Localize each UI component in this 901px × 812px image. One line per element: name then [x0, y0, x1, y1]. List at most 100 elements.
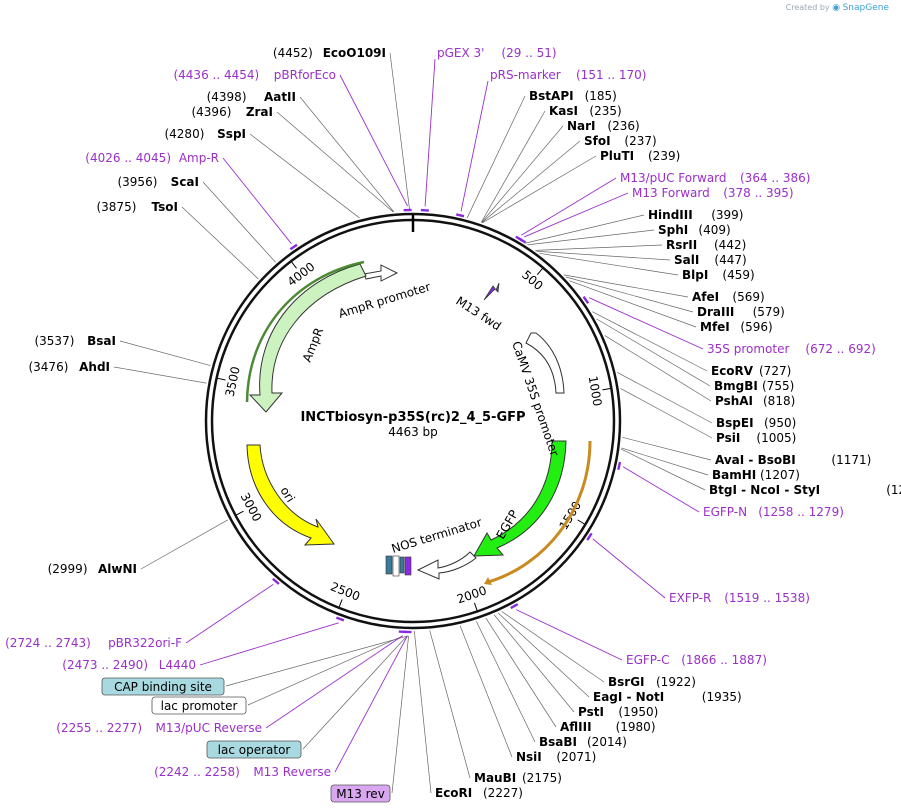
enzyme-label[interactable]: KasI	[549, 104, 578, 118]
enzyme-position[interactable]: (1207)	[760, 468, 800, 482]
enzyme-position[interactable]: (596)	[740, 320, 772, 334]
enzyme-position[interactable]: (4396)	[191, 105, 231, 119]
primer-label[interactable]: pBRforEco	[274, 68, 336, 82]
enzyme-position[interactable]: (459)	[722, 268, 754, 282]
enzyme-position[interactable]: (3537)	[34, 334, 74, 348]
enzyme-label[interactable]: AflIII	[560, 720, 592, 734]
enzyme-position[interactable]: (2014)	[587, 735, 627, 749]
enzyme-label[interactable]: EcoRV	[711, 364, 754, 378]
enzyme-position[interactable]: (818)	[763, 394, 795, 408]
enzyme-position[interactable]: (447)	[714, 253, 746, 267]
enzyme-position[interactable]: (4280)	[164, 127, 204, 141]
enzyme-label[interactable]: EagI - NotI	[593, 690, 664, 704]
enzyme-position[interactable]: (3875)	[96, 200, 136, 214]
primer-range[interactable]: (364 .. 386)	[740, 171, 810, 185]
feature-box-label[interactable]	[330, 784, 391, 803]
enzyme-label[interactable]: BsrGI	[608, 675, 645, 689]
primer-range[interactable]: (4436 .. 4454)	[173, 68, 259, 82]
enzyme-label[interactable]: AhdI	[79, 360, 110, 374]
enzyme-label[interactable]: RsrII	[666, 238, 697, 252]
enzyme-position[interactable]: (237)	[624, 134, 656, 148]
enzyme-label[interactable]: BstAPI	[529, 89, 574, 103]
feature-m13-rev-box[interactable]	[404, 556, 412, 576]
enzyme-position[interactable]: (579)	[753, 305, 785, 319]
primer-label[interactable]: EGFP-N	[703, 505, 747, 519]
enzyme-label[interactable]: EcoRI	[435, 786, 472, 800]
primer-range[interactable]: (2724 .. 2743)	[5, 636, 91, 650]
enzyme-label[interactable]: PstI	[578, 705, 604, 719]
enzyme-position[interactable]: (755)	[762, 379, 794, 393]
enzyme-label[interactable]: SalI	[674, 253, 699, 267]
primer-range[interactable]: (2473 .. 2490)	[62, 658, 148, 672]
enzyme-label[interactable]: EcoO109I	[323, 46, 386, 60]
enzyme-position[interactable]: (2071)	[556, 750, 596, 764]
enzyme-label[interactable]: BtgI - NcoI - StyI	[709, 483, 820, 497]
primer-range[interactable]: (2255 .. 2277)	[56, 721, 142, 735]
primer-range[interactable]: (1519 .. 1538)	[724, 591, 810, 605]
enzyme-position[interactable]: (239)	[648, 149, 680, 163]
enzyme-label[interactable]: PshAI	[715, 394, 753, 408]
enzyme-label[interactable]: NsiI	[516, 750, 542, 764]
primer-range[interactable]: (1258 .. 1279)	[758, 505, 844, 519]
enzyme-label[interactable]: BsaI	[87, 334, 116, 348]
enzyme-label[interactable]: MauBI	[474, 771, 516, 785]
feature-box-label[interactable]	[101, 677, 225, 696]
primer-label[interactable]: pBR322ori-F	[108, 636, 182, 650]
enzyme-position[interactable]: (235)	[589, 104, 621, 118]
enzyme-position[interactable]: (2999)	[48, 562, 88, 576]
feature-lac-promoter-box[interactable]	[392, 555, 400, 577]
primer-label[interactable]: 35S promoter	[707, 342, 789, 356]
primer-label[interactable]: M13 Reverse	[253, 765, 331, 779]
primer-label[interactable]: EGFP-C	[626, 653, 669, 667]
enzyme-position[interactable]: (1005)	[756, 431, 796, 445]
primer-range[interactable]: (151 .. 170)	[576, 68, 646, 82]
enzyme-position[interactable]: (4452)	[273, 46, 313, 60]
enzyme-position[interactable]: (1211)	[886, 483, 901, 497]
enzyme-label[interactable]: PsiI	[716, 431, 740, 445]
feature-cap-site-box[interactable]	[385, 555, 393, 575]
feature-ori-arrow[interactable]	[246, 444, 335, 546]
primer-label[interactable]: M13/pUC Reverse	[156, 721, 263, 735]
primer-label[interactable]: M13/pUC Forward	[620, 171, 727, 185]
primer-label[interactable]: M13 Forward	[632, 186, 710, 200]
enzyme-position[interactable]: (950)	[764, 416, 796, 430]
primer-label[interactable]: pGEX 3'	[437, 46, 484, 60]
enzyme-position[interactable]: (4398)	[207, 90, 247, 104]
feature-box-label[interactable]	[151, 696, 247, 715]
feature-ampr-arrow[interactable]	[248, 263, 367, 413]
primer-label[interactable]: Amp-R	[179, 151, 219, 165]
enzyme-position[interactable]: (1922)	[656, 675, 696, 689]
enzyme-label[interactable]: AatII	[264, 90, 296, 104]
enzyme-label[interactable]: BspEI	[716, 416, 754, 430]
primer-range[interactable]: (4026 .. 4045)	[85, 151, 171, 165]
enzyme-label[interactable]: SfoI	[584, 134, 611, 148]
feature-egfp-arrow[interactable]	[473, 440, 567, 557]
enzyme-position[interactable]: (569)	[732, 290, 764, 304]
primer-range[interactable]: (378 .. 395)	[723, 186, 793, 200]
enzyme-label[interactable]: PluTI	[600, 149, 634, 163]
enzyme-position[interactable]: (1950)	[618, 705, 658, 719]
enzyme-label[interactable]: BsaBI	[539, 735, 577, 749]
enzyme-label[interactable]: ScaI	[171, 175, 199, 189]
enzyme-label[interactable]: AfeI	[692, 290, 719, 304]
enzyme-label[interactable]: BmgBI	[714, 379, 758, 393]
primer-label[interactable]: EXFP-R	[669, 591, 711, 605]
enzyme-label[interactable]: SphI	[658, 223, 688, 237]
enzyme-position[interactable]: (1935)	[702, 690, 742, 704]
enzyme-position[interactable]: (3476)	[28, 360, 68, 374]
enzyme-position[interactable]: (442)	[714, 238, 746, 252]
enzyme-position[interactable]: (236)	[607, 119, 639, 133]
enzyme-position[interactable]: (1980)	[616, 720, 656, 734]
primer-range[interactable]: (1866 .. 1887)	[681, 653, 767, 667]
enzyme-position[interactable]: (3956)	[117, 175, 157, 189]
enzyme-position[interactable]: (185)	[585, 89, 617, 103]
feature-camv35s-arrow[interactable]	[525, 332, 565, 394]
enzyme-label[interactable]: NarI	[567, 119, 596, 133]
enzyme-position[interactable]: (399)	[711, 208, 743, 222]
enzyme-label[interactable]: MfeI	[700, 320, 730, 334]
primer-range[interactable]: (2242 .. 2258)	[154, 765, 240, 779]
feature-box-label[interactable]	[206, 740, 302, 759]
enzyme-label[interactable]: BlpI	[682, 268, 708, 282]
primer-label[interactable]: pRS-marker	[490, 68, 561, 82]
enzyme-label[interactable]: AvaI - BsoBI	[715, 453, 796, 467]
